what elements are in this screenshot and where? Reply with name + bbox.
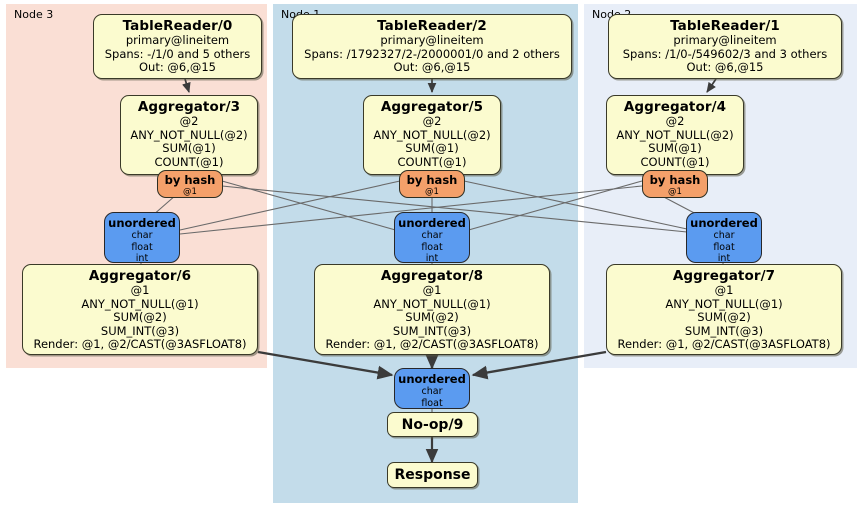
processor-line: Spans: /1/0-/549602/3 and 3 others xyxy=(622,46,828,61)
sync-title: unordered xyxy=(690,216,758,230)
processor-line: Out: @6,@15 xyxy=(139,60,216,75)
processor-line: COUNT(@1) xyxy=(640,154,710,169)
output-router-by-hash-center[interactable]: by hash @1 xyxy=(399,170,465,198)
processor-title: No-op/9 xyxy=(401,416,464,433)
sync-title: unordered xyxy=(398,372,466,386)
processor-line: ANY_NOT_NULL(@1) xyxy=(373,296,491,311)
processor-line: primary@lineitem xyxy=(380,33,484,47)
processor-title: Aggregator/6 xyxy=(88,268,192,284)
sync-type: float xyxy=(421,397,443,409)
processor-title: Aggregator/7 xyxy=(672,268,776,284)
processor-line: SUM_INT(@3) xyxy=(100,323,180,338)
processor-table-reader-1[interactable]: TableReader/1 primary@lineitem Spans: /1… xyxy=(608,14,842,79)
processor-aggregator-3[interactable]: Aggregator/3 @2 ANY_NOT_NULL(@2) SUM(@1)… xyxy=(120,95,258,175)
output-router-by-hash-right[interactable]: by hash @1 xyxy=(642,170,708,198)
sync-type: char xyxy=(131,230,153,241)
processor-title: TableReader/0 xyxy=(122,18,233,34)
output-router-by-hash-left[interactable]: by hash @1 xyxy=(157,170,223,198)
processor-line: Spans: -/1/0 and 5 others xyxy=(104,46,251,61)
router-title: by hash xyxy=(406,173,458,187)
processor-line: Render: @1, @2/CAST(@3ASFLOAT8) xyxy=(325,337,539,352)
processor-line: ANY_NOT_NULL(@2) xyxy=(130,127,248,142)
processor-line: @1 xyxy=(422,283,442,297)
processor-line: SUM_INT(@3) xyxy=(684,323,764,338)
router-column: @1 xyxy=(668,187,682,197)
processor-title: TableReader/2 xyxy=(377,18,487,34)
processor-line: SUM(@2) xyxy=(113,310,167,325)
processor-line: SUM(@2) xyxy=(697,310,751,325)
processor-title: Aggregator/5 xyxy=(380,99,484,115)
processor-aggregator-7[interactable]: Aggregator/7 @1 ANY_NOT_NULL(@1) SUM(@2)… xyxy=(606,264,842,355)
processor-line: primary@lineitem xyxy=(673,33,777,47)
processor-line: COUNT(@1) xyxy=(154,154,224,169)
input-sync-unordered-center[interactable]: unordered char float int xyxy=(394,212,470,265)
sync-title: unordered xyxy=(108,216,176,230)
processor-line: SUM(@1) xyxy=(648,141,702,156)
processor-line: ANY_NOT_NULL(@2) xyxy=(616,127,734,142)
sync-type: int xyxy=(135,253,149,265)
processor-line: ANY_NOT_NULL(@1) xyxy=(665,296,783,311)
processor-line: @2 xyxy=(422,114,442,128)
processor-table-reader-2[interactable]: TableReader/2 primary@lineitem Spans: /1… xyxy=(292,14,572,79)
processor-line: primary@lineitem xyxy=(125,33,230,47)
processor-title: Aggregator/3 xyxy=(137,99,241,115)
router-title: by hash xyxy=(649,173,701,187)
processor-line: SUM(@1) xyxy=(405,141,459,156)
input-sync-unordered-right[interactable]: unordered char float int xyxy=(686,212,762,265)
processor-aggregator-5[interactable]: Aggregator/5 @2 ANY_NOT_NULL(@2) SUM(@1)… xyxy=(363,95,501,175)
sync-type: int xyxy=(717,253,731,265)
processor-aggregator-6[interactable]: Aggregator/6 @1 ANY_NOT_NULL(@1) SUM(@2)… xyxy=(22,264,258,355)
processor-line: @1 xyxy=(714,283,734,297)
processor-line: SUM_INT(@3) xyxy=(392,323,472,338)
processor-title: TableReader/1 xyxy=(670,18,780,34)
sync-type: float xyxy=(131,241,153,253)
processor-aggregator-8[interactable]: Aggregator/8 @1 ANY_NOT_NULL(@1) SUM(@2)… xyxy=(314,264,550,355)
processor-line: ANY_NOT_NULL(@1) xyxy=(81,296,199,311)
processor-line: @2 xyxy=(665,114,685,128)
input-sync-unordered-final[interactable]: unordered char float xyxy=(394,368,470,409)
processor-line: Render: @1, @2/CAST(@3ASFLOAT8) xyxy=(617,337,831,352)
processor-line: @2 xyxy=(179,114,199,128)
router-column: @1 xyxy=(425,187,439,197)
sync-type: char xyxy=(421,230,443,241)
router-column: @1 xyxy=(183,187,197,197)
processor-line: @1 xyxy=(130,283,150,297)
sync-type: char xyxy=(713,230,735,241)
sync-type: float xyxy=(421,241,443,253)
processor-line: COUNT(@1) xyxy=(397,154,467,169)
sync-title: unordered xyxy=(398,216,466,230)
sync-type: int xyxy=(425,253,439,265)
processor-response[interactable]: Response xyxy=(387,462,478,488)
processor-title: Aggregator/8 xyxy=(380,268,484,284)
processor-line: Out: @6,@15 xyxy=(686,60,764,75)
processor-line: ANY_NOT_NULL(@2) xyxy=(373,127,491,142)
processor-line: SUM(@2) xyxy=(405,310,459,325)
sync-type: float xyxy=(713,241,735,253)
processor-line: Out: @6,@15 xyxy=(393,60,471,75)
input-sync-unordered-left[interactable]: unordered char float int xyxy=(104,212,180,265)
processor-table-reader-0[interactable]: TableReader/0 primary@lineitem Spans: -/… xyxy=(93,14,262,79)
processor-line: Render: @1, @2/CAST(@3ASFLOAT8) xyxy=(33,337,247,352)
processor-line: Spans: /1792327/2-/2000001/0 and 2 other… xyxy=(304,46,560,61)
sync-type: char xyxy=(421,386,443,397)
processor-title: Response xyxy=(394,467,471,483)
node-panel-label-node-3: Node 3 xyxy=(14,8,54,21)
processor-aggregator-4[interactable]: Aggregator/4 @2 ANY_NOT_NULL(@2) SUM(@1)… xyxy=(606,95,744,175)
processor-line: SUM(@1) xyxy=(162,141,216,156)
processor-title: Aggregator/4 xyxy=(623,99,727,115)
processor-noop-9[interactable]: No-op/9 xyxy=(387,412,478,437)
router-title: by hash xyxy=(164,173,216,187)
